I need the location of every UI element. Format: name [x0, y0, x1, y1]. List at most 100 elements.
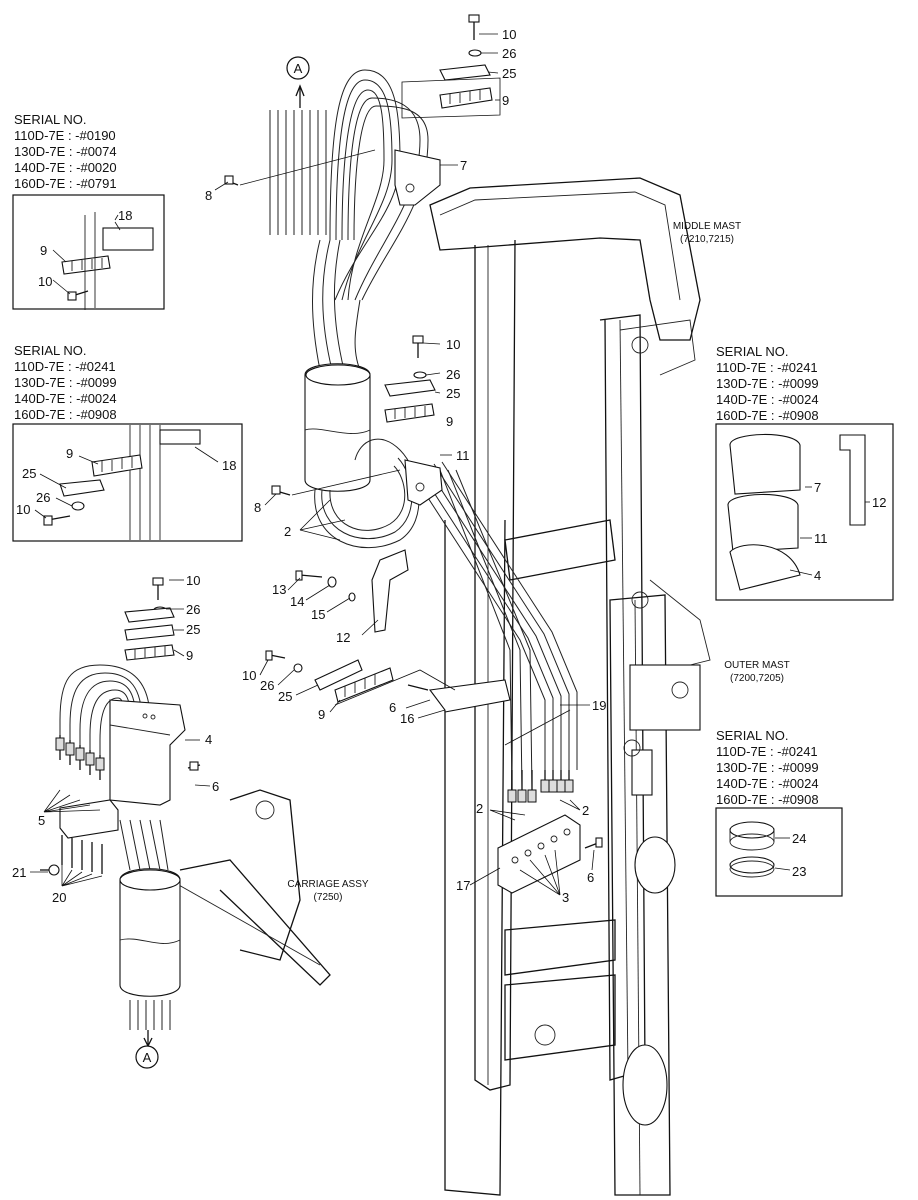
callout-24: 24	[792, 831, 806, 846]
callout-18: 18	[222, 458, 236, 473]
clamp-parts-middle	[271, 335, 436, 496]
callout-6: 6	[389, 700, 396, 715]
callout-10: 10	[16, 502, 30, 517]
callout-8: 8	[254, 500, 261, 515]
callout-25: 25	[502, 66, 516, 81]
callout-19: 19	[592, 698, 606, 713]
callout-2: 2	[582, 803, 589, 818]
callout-12: 12	[336, 630, 350, 645]
serial-line: 160D-7E : -#0791	[14, 176, 117, 191]
callout-6: 6	[212, 779, 219, 794]
callout-8: 8	[205, 188, 212, 203]
callout-10: 10	[502, 27, 516, 42]
view-marker-bottom: A	[135, 1045, 159, 1069]
serial-text-2: SERIAL NO. 110D-7E : -#0241 130D-7E : -#…	[14, 343, 117, 422]
serial-text-1: SERIAL NO. 110D-7E : -#0190 130D-7E : -#…	[14, 112, 117, 191]
callout-10: 10	[38, 274, 52, 289]
callout-4: 4	[205, 732, 212, 747]
serial-line: 140D-7E : -#0024	[14, 391, 117, 406]
serial-line: 130D-7E : -#0074	[14, 144, 117, 159]
serial-title: SERIAL NO.	[14, 112, 86, 127]
callout-26: 26	[260, 678, 274, 693]
callout-9: 9	[502, 93, 509, 108]
callout-6: 6	[587, 870, 594, 885]
hose-guide-brackets	[371, 149, 511, 713]
callout-3: 3	[562, 890, 569, 905]
view-marker-label: A	[143, 1050, 152, 1065]
callout-25: 25	[22, 466, 36, 481]
hose-bundle-upper	[269, 69, 429, 371]
callout-9: 9	[318, 707, 325, 722]
callout-9: 9	[186, 648, 193, 663]
callout-23: 23	[792, 864, 806, 879]
callout-26: 26	[502, 46, 516, 61]
serial-text-3: SERIAL NO. 110D-7E : -#0241 130D-7E : -#…	[716, 344, 819, 423]
serial-box-2	[12, 423, 243, 542]
callout-2: 2	[476, 801, 483, 816]
middle-mast-label: MIDDLE MAST	[673, 221, 741, 232]
serial-line: 130D-7E : -#0099	[14, 375, 117, 390]
callout-25: 25	[446, 386, 460, 401]
serial-line: 160D-7E : -#0908	[716, 408, 819, 423]
serial-line: 110D-7E : -#0190	[14, 128, 116, 143]
callout-25: 25	[278, 689, 292, 704]
callout-9: 9	[66, 446, 73, 461]
carriage-code: (7250)	[314, 892, 343, 903]
callout-4: 4	[814, 568, 821, 583]
middle-mast-code: (7210,7215)	[680, 234, 734, 245]
serial-line: 140D-7E : -#0024	[716, 392, 819, 407]
serial-line: 110D-7E : -#0241	[14, 359, 116, 374]
outer-mast-code: (7200,7205)	[730, 673, 784, 684]
callout-18: 18	[118, 208, 132, 223]
callout-13: 13	[272, 582, 286, 597]
serial-line: 130D-7E : -#0099	[716, 760, 819, 775]
callout-2: 2	[284, 524, 291, 539]
serial-text-4: SERIAL NO. 110D-7E : -#0241 130D-7E : -#…	[716, 728, 819, 807]
callout-5: 5	[38, 813, 45, 828]
callout-16: 16	[400, 711, 414, 726]
callout-11: 11	[814, 531, 828, 546]
callout-9: 9	[40, 243, 47, 258]
callout-15: 15	[311, 607, 325, 622]
serial-box-3	[715, 423, 894, 601]
serial-line: 160D-7E : -#0908	[716, 792, 819, 807]
callout-7: 7	[460, 158, 467, 173]
serial-line: 110D-7E : -#0241	[716, 360, 818, 375]
callout-10: 10	[242, 668, 256, 683]
serial-line: 160D-7E : -#0908	[14, 407, 117, 422]
callout-11: 11	[456, 448, 470, 463]
callout-12: 12	[872, 495, 886, 510]
callout-25: 25	[186, 622, 200, 637]
callout-26: 26	[446, 367, 460, 382]
serial-box-1	[12, 194, 165, 310]
callout-10: 10	[186, 573, 200, 588]
serial-title: SERIAL NO.	[716, 728, 788, 743]
outer-mast-label: OUTER MAST	[724, 660, 790, 671]
callout-numbers: 10 26 25 9 7 8 18 9 10 10 26 25 9 11 8 2…	[12, 27, 886, 905]
callout-10: 10	[446, 337, 460, 352]
serial-line: 110D-7E : -#0241	[716, 744, 818, 759]
callout-leaders	[30, 33, 870, 896]
callout-26: 26	[36, 490, 50, 505]
callout-20: 20	[52, 890, 66, 905]
hose-bundle-lower	[40, 664, 201, 1048]
callout-21: 21	[12, 865, 26, 880]
clamp-parts-lower	[124, 570, 456, 706]
hose-coil-middle	[314, 438, 578, 791]
serial-line: 140D-7E : -#0024	[716, 776, 819, 791]
callout-7: 7	[814, 480, 821, 495]
callout-26: 26	[186, 602, 200, 617]
callout-9: 9	[446, 414, 453, 429]
protective-sleeve-upper	[304, 363, 371, 492]
callout-14: 14	[290, 594, 304, 609]
view-marker-label: A	[294, 61, 303, 76]
mast-structure	[429, 177, 711, 1196]
callout-17: 17	[456, 878, 470, 893]
view-arrow-top-head	[295, 84, 305, 97]
carriage-structure	[169, 789, 331, 986]
serial-line: 130D-7E : -#0099	[716, 376, 819, 391]
view-marker-top: A	[286, 56, 310, 80]
clamp-parts-top	[224, 14, 501, 186]
